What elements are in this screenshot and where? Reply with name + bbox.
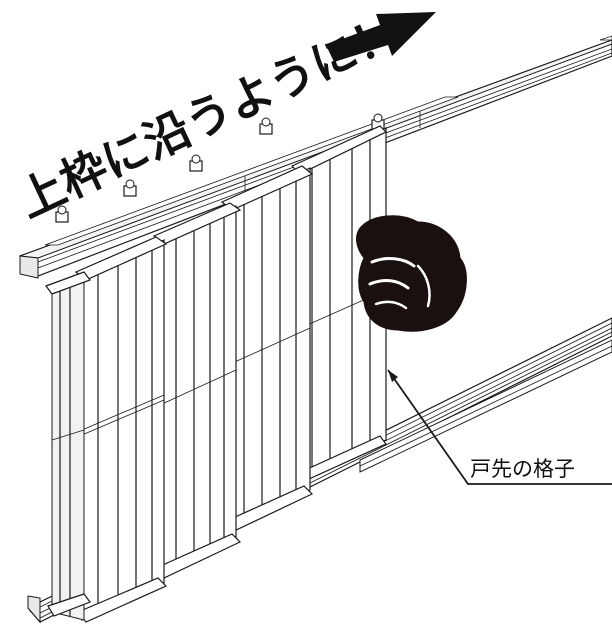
callout-leader — [387, 369, 612, 485]
arrow-up-right-icon — [326, 12, 436, 62]
fist-icon — [356, 215, 467, 332]
rail-hangers — [55, 113, 385, 223]
door-panel-5 — [290, 125, 388, 485]
door-panel-4 — [220, 165, 314, 533]
callout-label: 戸先の格子 — [470, 457, 575, 481]
door-panel-2 — [74, 236, 168, 623]
door-panel-1 — [45, 271, 91, 621]
door-panel-3 — [152, 202, 242, 579]
